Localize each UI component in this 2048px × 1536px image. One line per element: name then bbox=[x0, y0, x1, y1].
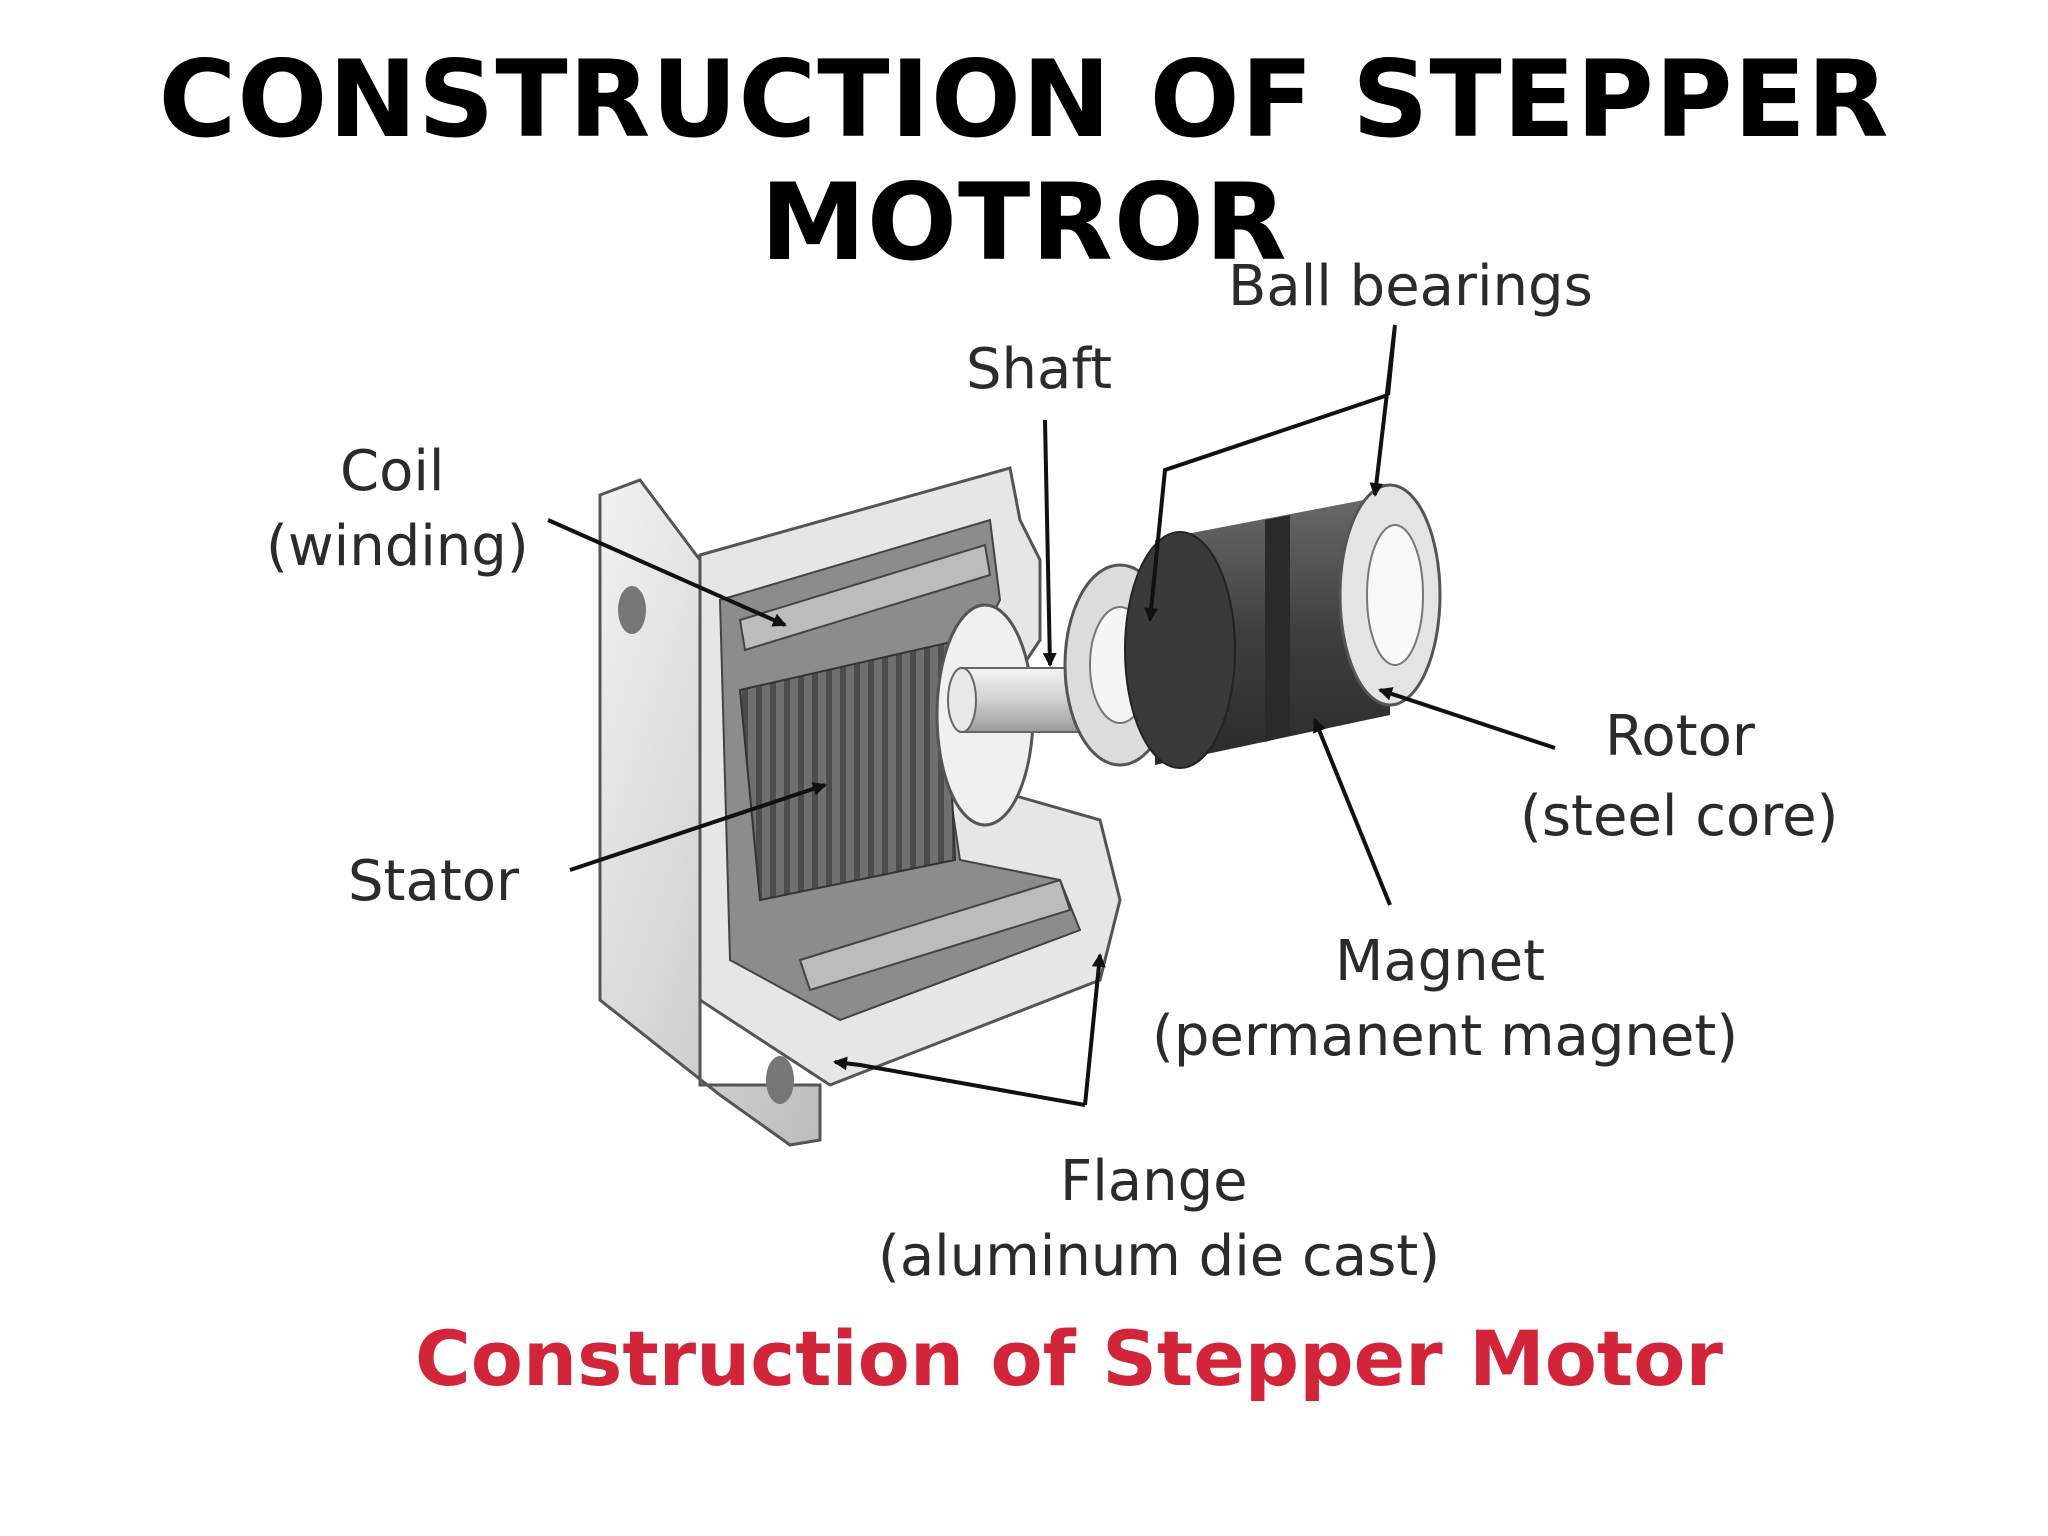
coil-arrow bbox=[547, 518, 787, 627]
stator-arrow bbox=[569, 782, 827, 872]
ball-bearings-arrow-left bbox=[1144, 393, 1389, 622]
diagram-caption: Construction of Stepper Motor bbox=[415, 1314, 1723, 1403]
stator-teeth bbox=[738, 638, 962, 902]
flange-sublabel: (aluminum die cast) bbox=[878, 1224, 1440, 1289]
flange-arrow-right bbox=[1083, 953, 1106, 1106]
coil-winding-upper bbox=[738, 543, 992, 652]
shaft-end bbox=[947, 667, 977, 733]
coil-label: Coil bbox=[340, 439, 444, 504]
rotor-assembly bbox=[1063, 483, 1442, 769]
flange-plate bbox=[598, 478, 822, 1147]
flange-hole-bottom bbox=[766, 1056, 794, 1104]
ball-bearings-label: Ball bearings bbox=[1228, 254, 1593, 319]
motor-housing bbox=[598, 466, 1122, 1147]
slide-title: CONSTRUCTION OF STEPPER MOTROR bbox=[158, 38, 1890, 284]
shaft-arrow bbox=[1042, 419, 1057, 667]
rotor-front-face bbox=[1124, 531, 1236, 769]
rotor-label: Rotor bbox=[1605, 704, 1756, 769]
magnet-sublabel: (permanent magnet) bbox=[1152, 1004, 1738, 1069]
rotor-magnet-band bbox=[1265, 515, 1290, 742]
ball-bearings-arrow-right bbox=[1369, 324, 1397, 497]
stator-label: Stator bbox=[348, 849, 520, 914]
coil-winding-lower bbox=[798, 878, 1072, 992]
magnet-arrow bbox=[1313, 718, 1392, 906]
coil-sublabel: (winding) bbox=[266, 514, 529, 579]
flange-arrow-left bbox=[833, 1056, 1086, 1107]
flange-label: Flange bbox=[1060, 1149, 1248, 1214]
flange-hole-top bbox=[618, 586, 646, 634]
rotor-arrow bbox=[1378, 687, 1556, 750]
rotor-sublabel: (steel core) bbox=[1520, 784, 1838, 849]
magnet-label: Magnet bbox=[1335, 929, 1545, 994]
leader-lines bbox=[547, 324, 1556, 1107]
shaft-label: Shaft bbox=[966, 337, 1112, 402]
